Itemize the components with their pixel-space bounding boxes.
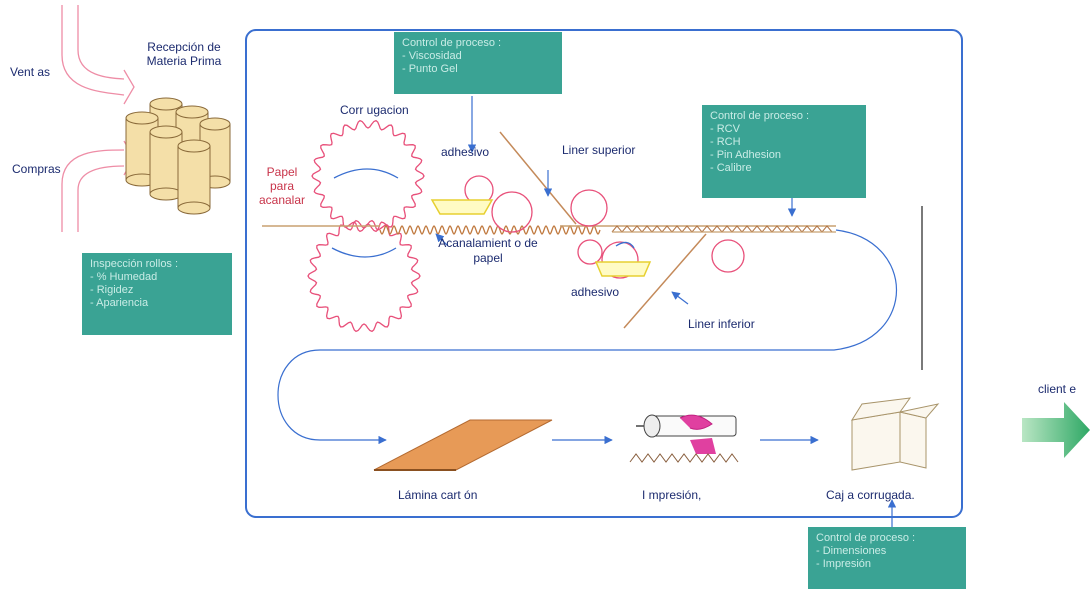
label-papel-line3: acanalar [258, 193, 306, 207]
label-corrugacion: Corr ugacion [340, 103, 409, 117]
corrugated-box [850, 397, 940, 471]
control-right-item: - Pin Adhesion [710, 149, 781, 161]
process-frame [245, 29, 963, 518]
label-liner-superior: Liner superior [562, 143, 636, 157]
adhesive-rolls [464, 175, 745, 279]
board-sheet [373, 419, 553, 471]
reception-line1: Recepción de [147, 40, 221, 54]
inspection-title: Inspección rollos : [90, 258, 179, 270]
control-right-item: - RCH [710, 136, 741, 148]
board-line [262, 224, 836, 236]
inspection-item: - % Humedad [90, 271, 158, 283]
inspection-item: - Apariencia [90, 297, 149, 309]
control-top-item: - Punto Gel [402, 63, 458, 75]
control-right-item: - Calibre [710, 162, 752, 174]
glue-trays [430, 199, 652, 277]
label-acanalamiento-line1: Acanalamient o de [438, 236, 538, 250]
label-papel-line2: para [269, 179, 295, 193]
flow-arrows [277, 96, 897, 530]
inspection-box: Inspección rollos : - % Humedad - Rigide… [82, 253, 232, 335]
inflow-arrows [61, 5, 135, 232]
label-impresion: I mpresión, [642, 488, 702, 502]
control-right-title: Control de proceso : [710, 110, 810, 122]
control-right-box: Control de proceso : - RCV - RCH - Pin A… [702, 105, 866, 198]
reception-line2: Materia Prima [146, 54, 222, 68]
label-adhesivo-top: adhesivo [441, 145, 490, 159]
liners [499, 131, 707, 329]
label-adhesivo-bottom: adhesivo [571, 285, 620, 299]
reception-title: Recepción de Materia Prima [134, 40, 234, 68]
label-acanalamiento-line2: papel [473, 251, 503, 265]
control-bottom-item: - Dimensiones [816, 545, 887, 557]
label-lamina: Lámina cart ón [398, 488, 478, 502]
label-papel: Papel para acanalar [252, 165, 312, 207]
label-liner-inferior: Liner inferior [688, 317, 755, 331]
label-papel-line1: Papel [266, 165, 298, 179]
printer [629, 414, 739, 463]
control-top-title: Control de proceso : [402, 37, 502, 49]
control-bottom-item: - Impresión [816, 558, 872, 570]
label-acanalamiento: Acanalamient o de papel [420, 236, 556, 266]
control-right-item: - RCV [710, 123, 740, 135]
client-arrow [1022, 402, 1090, 458]
control-bottom-box: Control de proceso : - Dimensiones - Imp… [808, 527, 966, 589]
paper-rolls [125, 97, 231, 215]
input-ventas: Vent as [10, 65, 51, 79]
control-top-box: Control de proceso : - Viscosidad - Punt… [394, 32, 562, 94]
control-top-item: - Viscosidad [402, 50, 462, 62]
control-bottom-title: Control de proceso : [816, 532, 916, 544]
label-caja: Caj a corrugada. [826, 488, 915, 502]
input-compras: Compras [12, 162, 61, 176]
inspection-item: - Rigidez [90, 284, 134, 296]
label-cliente: client e [1038, 382, 1077, 396]
